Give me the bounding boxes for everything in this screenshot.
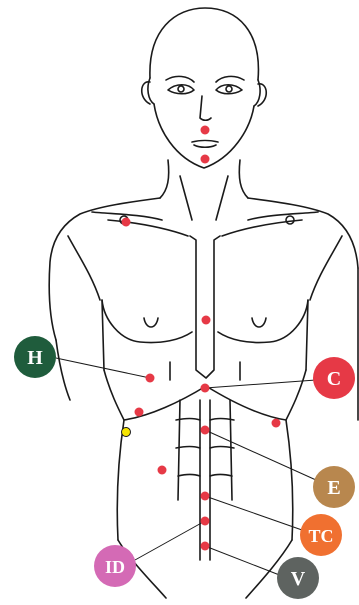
- badge-h-label: H: [27, 347, 43, 369]
- point-abdomen-id: [201, 517, 210, 526]
- point-abdomen-left: [158, 466, 167, 475]
- point-rib-right: [272, 419, 281, 428]
- point-xiphoid: [201, 384, 210, 393]
- point-chin-upper: [201, 126, 210, 135]
- badge-id-label: ID: [105, 557, 125, 577]
- point-rib-left: [135, 408, 144, 417]
- figure-outline: [49, 8, 358, 598]
- acupoints: [122, 126, 281, 551]
- connector-lines: [56, 358, 316, 576]
- badge-c-label: C: [327, 368, 341, 390]
- badge-v-label: V: [291, 568, 306, 590]
- badge-h[interactable]: H: [14, 336, 56, 378]
- badge-id[interactable]: ID: [94, 545, 136, 587]
- point-abdomen-v: [201, 542, 210, 551]
- point-rib-h: [146, 374, 155, 383]
- badge-e-label: E: [327, 477, 340, 499]
- point-sternum: [202, 316, 211, 325]
- point-chin-lower: [201, 155, 210, 164]
- badge-v[interactable]: V: [277, 557, 319, 599]
- point-yellow: [122, 428, 131, 437]
- badge-tc[interactable]: TC: [300, 514, 342, 556]
- point-abdomen-e: [201, 426, 210, 435]
- point-clavicle-right: [122, 218, 131, 227]
- point-abdomen-tc: [201, 492, 210, 501]
- badge-tc-label: TC: [308, 526, 333, 546]
- badge-e[interactable]: E: [313, 466, 355, 508]
- badge-c[interactable]: C: [313, 357, 355, 399]
